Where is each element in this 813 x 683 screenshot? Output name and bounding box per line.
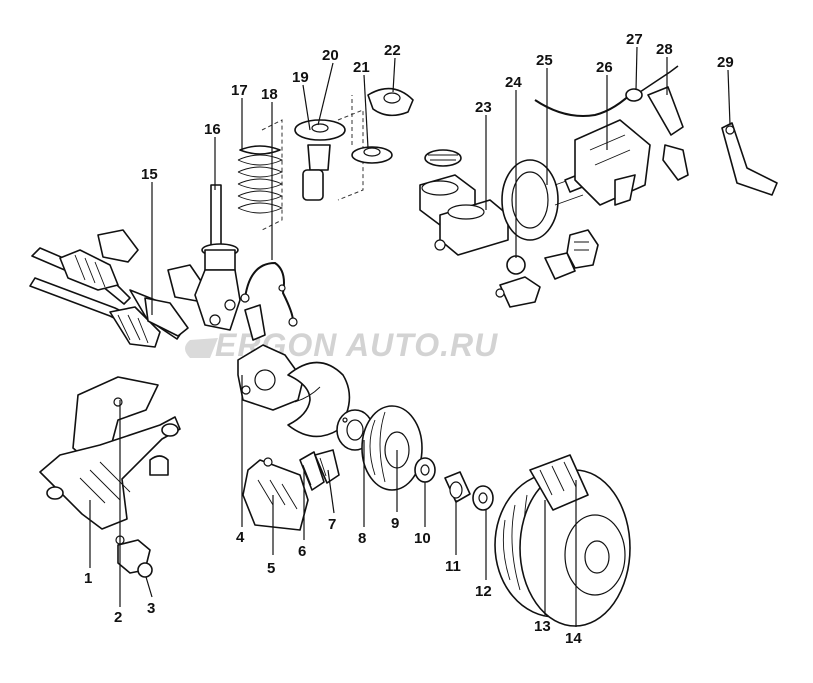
- callout-11: 11: [445, 558, 461, 575]
- callout-17: 17: [231, 82, 248, 99]
- pedal-bracket: [574, 119, 651, 206]
- brake-pedal: [721, 122, 778, 196]
- brake-pads: [299, 449, 340, 491]
- callout-22: 22: [384, 42, 401, 59]
- callout-7: 7: [328, 516, 336, 533]
- callout-25: 25: [536, 52, 553, 69]
- brake-caliper: [242, 457, 309, 531]
- callout-21: 21: [353, 59, 370, 76]
- callout-1: 1: [84, 570, 92, 587]
- callout-13: 13: [534, 618, 551, 635]
- callout-15: 15: [141, 166, 158, 183]
- strut: [194, 184, 241, 331]
- splash-shield: [287, 361, 351, 438]
- master-cylinder: [419, 149, 509, 256]
- cable-fitting: [625, 65, 689, 181]
- leader-lines: [89, 46, 731, 627]
- wheel-bearing: [444, 471, 471, 503]
- strut-top-parts: [294, 87, 414, 201]
- callout-27: 27: [626, 31, 643, 48]
- callout-29: 29: [717, 54, 734, 71]
- oil-seal: [414, 457, 436, 483]
- rear-drum-brake: [494, 454, 631, 627]
- callout-2: 2: [114, 609, 122, 626]
- callout-28: 28: [656, 41, 673, 58]
- callout-5: 5: [267, 560, 275, 577]
- callout-9: 9: [391, 515, 399, 532]
- valve-fittings: [544, 229, 599, 280]
- callout-8: 8: [358, 530, 366, 547]
- drive-shafts: [29, 229, 206, 348]
- brake-disc: [361, 405, 423, 491]
- callout-labels: 1 2 3 4 5 6 7 8 9 10 11 12 13 14 15 16 1…: [84, 31, 734, 647]
- callout-16: 16: [204, 121, 221, 138]
- callout-24: 24: [505, 74, 522, 91]
- callout-26: 26: [596, 59, 613, 76]
- callout-19: 19: [292, 69, 309, 86]
- steering-knuckle: [237, 304, 304, 411]
- brake-hose: [240, 261, 298, 327]
- hub-nut: [472, 485, 494, 511]
- coil-spring: [237, 119, 284, 231]
- lower-control-arm: [39, 376, 181, 578]
- callout-6: 6: [298, 543, 306, 560]
- callout-18: 18: [261, 86, 278, 103]
- callout-12: 12: [475, 583, 492, 600]
- callout-14: 14: [565, 630, 582, 647]
- callout-10: 10: [414, 530, 431, 547]
- callout-4: 4: [236, 529, 245, 546]
- callout-3: 3: [147, 600, 155, 617]
- watermark: ERGON AUTO.RU: [185, 327, 497, 363]
- callout-23: 23: [475, 99, 492, 116]
- pressure-valve: [495, 255, 541, 308]
- callout-20: 20: [322, 47, 339, 64]
